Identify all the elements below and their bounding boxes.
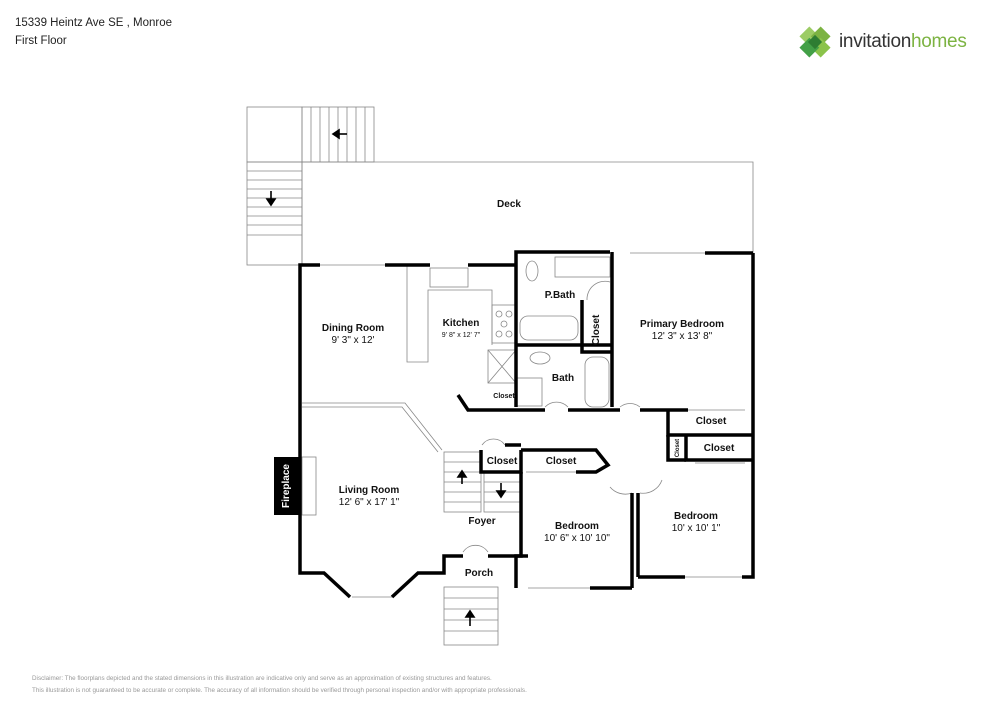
room-foyer: Foyer xyxy=(468,516,495,528)
room-dimensions: 9' 8" x 12' 7" xyxy=(441,332,481,339)
disclaimer-line-1: Disclaimer: The floorplans depicted and … xyxy=(32,675,492,682)
arrow-down-icon xyxy=(495,490,507,499)
closet-pbath: Closet xyxy=(591,315,603,346)
closet-kitchen: Closet xyxy=(493,391,514,403)
stair-landing xyxy=(246,106,303,163)
porch-stairs xyxy=(443,586,499,646)
arrow-up-icon xyxy=(456,469,468,478)
room-name: Closet xyxy=(675,438,681,458)
arrow-up-icon xyxy=(464,609,476,618)
closet-foyer: Closet xyxy=(487,456,518,468)
floor-label: First Floor xyxy=(15,35,67,47)
walls xyxy=(298,250,755,599)
pbath-toilet xyxy=(525,260,539,282)
room-dimensions: 10' 6" x 10' 10" xyxy=(544,533,610,544)
room-name: Foyer xyxy=(468,516,496,527)
room-name: Bedroom xyxy=(674,511,718,522)
outdoor-structures xyxy=(246,106,754,646)
room-name: Kitchen xyxy=(442,318,480,329)
room-dimensions: 12' 3" x 13' 8" xyxy=(651,331,713,342)
pbath-vanity xyxy=(554,256,611,278)
room-name: Closet xyxy=(493,393,515,400)
room-name: Bedroom xyxy=(555,521,599,532)
room-bath: Bath xyxy=(552,373,574,385)
room-name: Primary Bedroom xyxy=(640,319,724,330)
room-name: Deck xyxy=(497,199,521,210)
room-pbath: P.Bath xyxy=(545,290,575,302)
room-dimensions: 10' x 10' 1" xyxy=(671,523,721,534)
disclaimer-line-2: This illustration is not guaranteed to b… xyxy=(32,687,527,694)
room-dimensions: 12' 6" x 17' 1" xyxy=(338,497,400,508)
room-kitchen: Kitchen 9' 8" x 12' 7" xyxy=(442,318,480,342)
room-deck: Deck xyxy=(497,199,521,211)
page-header: 15339 Heintz Ave SE , Monroe First Floor xyxy=(15,14,172,50)
disclaimer: Disclaimer: The floorplans depicted and … xyxy=(32,673,527,697)
brand-word-2: homes xyxy=(911,31,967,52)
fireplace-label: Fireplace xyxy=(281,464,293,508)
room-name: Living Room xyxy=(338,485,400,496)
room-porch: Porch xyxy=(465,568,493,580)
clover-logo-icon xyxy=(799,26,831,58)
room-name: P.Bath xyxy=(544,290,576,301)
bath-vanity xyxy=(516,377,543,407)
brand-name: invitationhomes xyxy=(839,31,967,53)
room-name: Dining Room xyxy=(321,323,385,334)
room-name: Closet xyxy=(486,456,518,467)
room-name: Closet xyxy=(703,443,735,454)
room-name: Closet xyxy=(545,456,577,467)
brand-word-1: invitation xyxy=(839,31,911,52)
stair-arrows xyxy=(265,128,507,626)
arrow-down-icon xyxy=(265,198,277,207)
closet-bedroom-3: Closet xyxy=(704,443,735,455)
closet-primary: Closet xyxy=(696,416,727,428)
bath-tub xyxy=(584,356,610,408)
closet-hall-small: Closet xyxy=(672,439,684,457)
deck-outline xyxy=(302,161,754,253)
room-name: Porch xyxy=(464,568,494,579)
closet-bedroom-2: Closet xyxy=(546,456,577,468)
room-name: Closet xyxy=(591,314,602,346)
room-name: Closet xyxy=(695,416,727,427)
room-name: Bath xyxy=(551,373,575,384)
room-dimensions: 9' 3" x 12' xyxy=(331,335,375,346)
stove xyxy=(491,304,517,344)
pbath-tub xyxy=(519,315,579,341)
brand-logo: invitationhomes xyxy=(797,24,967,60)
bath-toilet xyxy=(529,351,551,365)
room-name: Fireplace xyxy=(281,464,292,508)
address: 15339 Heintz Ave SE , Monroe xyxy=(15,17,173,29)
fireplace-box xyxy=(274,457,301,515)
stairs-left xyxy=(246,161,303,266)
arrow-left-icon xyxy=(331,128,340,140)
